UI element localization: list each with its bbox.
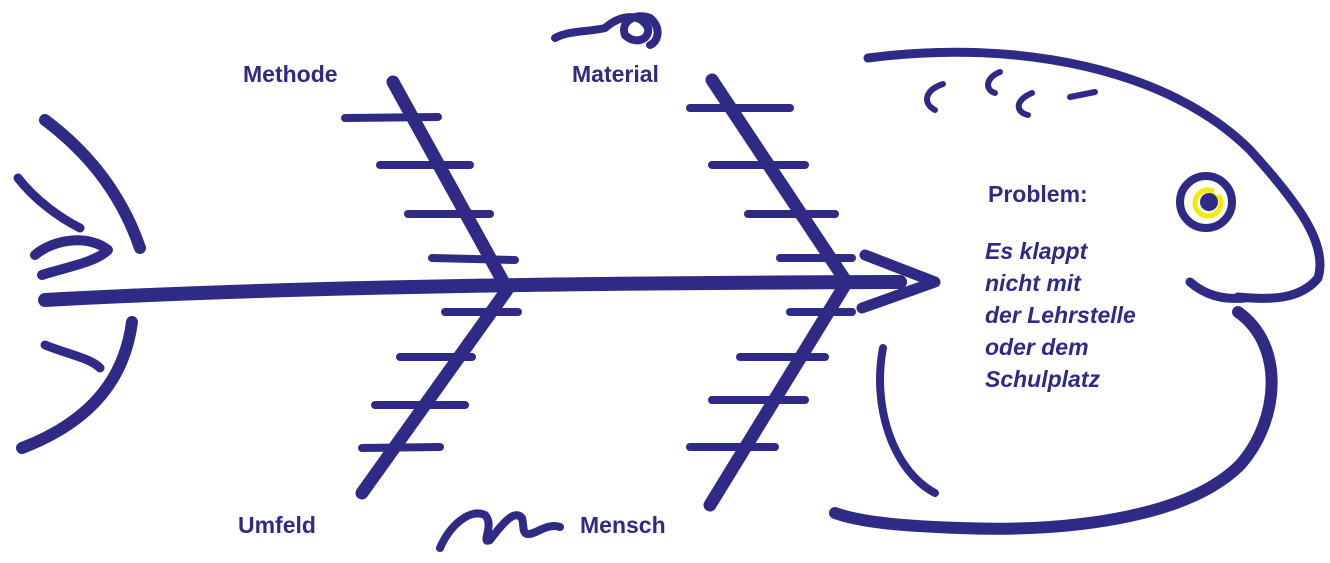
category-label-umfeld: Umfeld xyxy=(238,514,316,537)
rib xyxy=(432,258,515,260)
scale-mark xyxy=(1070,92,1095,97)
eye-highlight xyxy=(1214,187,1222,195)
fish-gill xyxy=(880,348,935,493)
scale-mark xyxy=(1019,93,1032,115)
eye-pupil xyxy=(1200,193,1218,211)
decorative-scribble xyxy=(440,513,560,548)
problem-line: oder dem xyxy=(985,331,1136,363)
tail-fin-lower-inner xyxy=(45,345,100,368)
problem-line: Schulplatz xyxy=(985,363,1136,395)
problem-statement: Es klappt nicht mit der Lehrstelle oder … xyxy=(985,235,1136,395)
category-label-mensch: Mensch xyxy=(580,514,666,537)
scale-mark xyxy=(988,72,1000,93)
bone-umfeld xyxy=(362,290,507,493)
tail-fin-upper-inner xyxy=(18,178,80,228)
problem-line: Es klappt xyxy=(985,235,1136,267)
category-label-methode: Methode xyxy=(243,63,338,86)
problem-line: der Lehrstelle xyxy=(985,299,1136,331)
tail-fin-upper xyxy=(45,120,140,248)
problem-line: nicht mit xyxy=(985,267,1136,299)
tail-fin-lower xyxy=(22,322,132,448)
spine xyxy=(45,282,900,300)
tail-fin-blob xyxy=(35,240,108,275)
scale-mark xyxy=(927,84,943,110)
decorative-scribble xyxy=(555,16,658,45)
category-label-material: Material xyxy=(572,63,659,86)
problem-heading: Problem: xyxy=(988,183,1088,206)
bone-mensch xyxy=(710,285,845,505)
rib xyxy=(345,117,438,118)
rib xyxy=(362,447,440,448)
fish-mouth-curve xyxy=(1190,282,1245,298)
